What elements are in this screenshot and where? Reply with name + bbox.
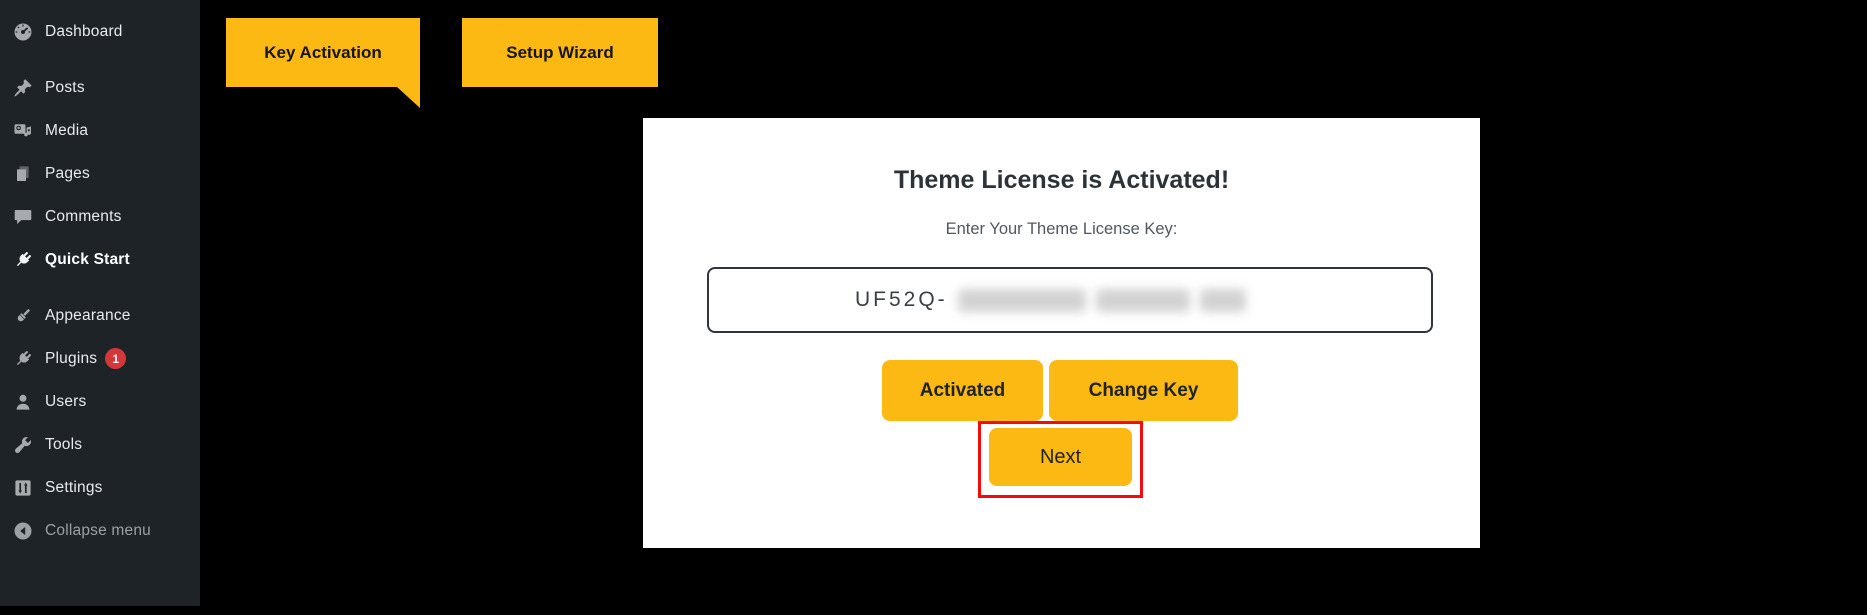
tab-setup-wizard-label: Setup Wizard	[506, 42, 614, 62]
redacted-key-segment	[1199, 288, 1246, 312]
sidebar-item-collapse-menu[interactable]: Collapse menu	[0, 509, 200, 552]
sidebar-item-tools[interactable]: Tools	[0, 423, 200, 466]
plug-icon	[13, 349, 33, 369]
sidebar-item-label: Comments	[45, 207, 122, 225]
dashboard-icon	[13, 22, 33, 42]
sidebar-item-label: Users	[45, 392, 87, 410]
activated-button-label: Activated	[919, 379, 1006, 401]
user-icon	[13, 392, 33, 412]
plugins-update-badge: 1	[105, 348, 127, 369]
sidebar-item-label: Settings	[45, 478, 103, 496]
brush-icon	[13, 306, 33, 326]
sidebar-item-label: Plugins	[45, 349, 98, 367]
card-subtitle: Enter Your Theme License Key:	[945, 220, 1178, 238]
sidebar-item-label: Posts	[45, 78, 85, 96]
tab-setup-wizard[interactable]: Setup Wizard	[462, 18, 658, 87]
comment-icon	[13, 207, 33, 227]
sidebar-item-dashboard[interactable]: Dashboard	[0, 10, 200, 53]
card-title: Theme License is Activated!	[893, 166, 1230, 194]
pages-icon	[13, 164, 33, 184]
change-key-button-label: Change Key	[1088, 379, 1199, 401]
sidebar-item-settings[interactable]: Settings	[0, 466, 200, 509]
activated-button[interactable]: Activated	[882, 360, 1043, 421]
collapse-icon	[13, 521, 33, 541]
next-button[interactable]: Next	[989, 428, 1132, 486]
sidebar-item-label: Pages	[45, 164, 90, 182]
license-key-visible-text: UF52Q-	[855, 288, 948, 311]
next-button-label: Next	[1039, 445, 1082, 468]
sidebar-item-pages[interactable]: Pages	[0, 152, 200, 195]
tab-key-activation[interactable]: Key Activation	[226, 18, 420, 108]
tab-key-activation-label: Key Activation	[264, 42, 382, 62]
sidebar-item-label: Collapse menu	[45, 521, 151, 539]
plug-icon	[13, 250, 33, 270]
sidebar-item-plugins[interactable]: Plugins 1	[0, 337, 200, 380]
sidebar-item-quick-start[interactable]: Quick Start	[0, 238, 200, 281]
media-icon	[13, 121, 33, 141]
sidebar-item-label: Dashboard	[45, 22, 123, 40]
sidebar-item-comments[interactable]: Comments	[0, 195, 200, 238]
pin-icon	[13, 78, 33, 98]
wrench-icon	[13, 435, 33, 455]
license-key-value: UF52Q-	[855, 288, 1246, 312]
sidebar-item-label: Appearance	[45, 306, 131, 324]
change-key-button[interactable]: Change Key	[1049, 360, 1238, 421]
sidebar-item-appearance[interactable]: Appearance	[0, 294, 200, 337]
sidebar-item-posts[interactable]: Posts	[0, 66, 200, 109]
next-button-highlight-annotation: Next	[978, 421, 1143, 498]
license-key-redacted-blur	[948, 288, 1246, 312]
sidebar-item-label: Tools	[45, 435, 83, 453]
sidebar-item-label: Media	[45, 121, 89, 139]
sidebar-item-users[interactable]: Users	[0, 380, 200, 423]
license-key-input[interactable]: UF52Q-	[707, 267, 1433, 333]
settings-icon	[13, 478, 33, 498]
license-card: Theme License is Activated! Enter Your T…	[643, 118, 1480, 548]
active-tab-pointer	[397, 87, 420, 108]
sidebar-item-label: Quick Start	[45, 250, 130, 268]
redacted-key-segment	[957, 288, 1086, 312]
redacted-key-segment	[1095, 288, 1190, 312]
sidebar-item-media[interactable]: Media	[0, 109, 200, 152]
